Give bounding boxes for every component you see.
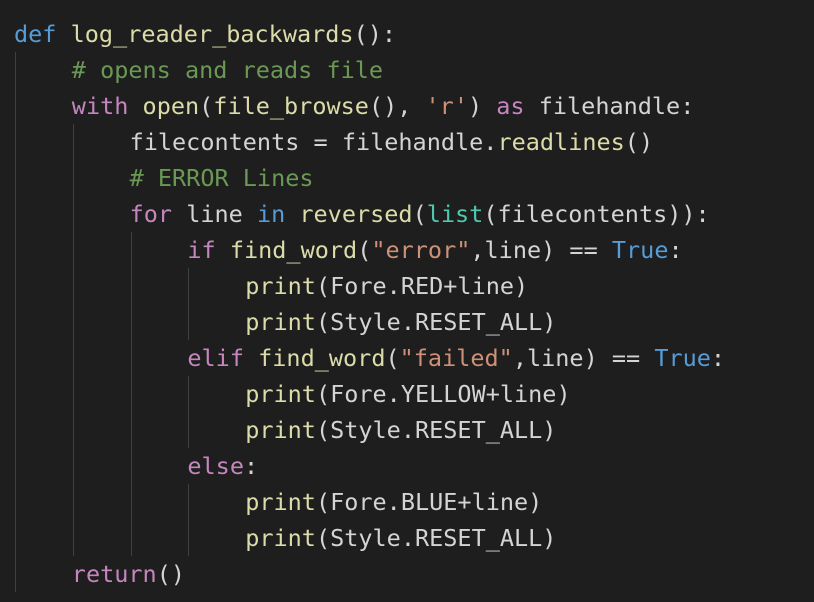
code-token: ( — [412, 200, 427, 228]
code-token: return — [71, 560, 157, 588]
code-token: True — [611, 236, 669, 264]
code-line[interactable]: print(Fore.YELLOW+line) — [245, 376, 570, 412]
code-token: (filecontents)): — [483, 200, 710, 228]
code-line[interactable]: return() — [72, 556, 185, 592]
code-token: (Fore.BLUE+line) — [315, 488, 543, 516]
code-token: reversed — [299, 200, 413, 228]
code-token: (Fore.YELLOW+line) — [315, 380, 571, 408]
code-token: file_browse — [213, 92, 369, 120]
code-line[interactable]: elif find_word("failed",line) == True: — [187, 340, 725, 376]
code-token: ,line) == — [512, 344, 655, 372]
code-token: list — [426, 200, 484, 228]
code-token: line — [172, 200, 257, 228]
code-token: print — [245, 416, 316, 444]
code-token — [128, 92, 142, 120]
code-token — [216, 236, 230, 264]
code-token: for — [129, 200, 173, 228]
code-token: : — [710, 344, 726, 372]
code-line[interactable]: if find_word("error",line) == True: — [187, 232, 682, 268]
code-token: ( — [199, 92, 214, 120]
code-line[interactable]: print(Style.RESET_ALL) — [245, 412, 556, 448]
code-token: with — [71, 92, 129, 120]
code-line[interactable]: print(Style.RESET_ALL) — [245, 520, 556, 556]
code-token: (Style.RESET_ALL) — [315, 308, 557, 336]
code-token: # opens and reads file — [71, 56, 384, 84]
code-token: filecontents = filehandle. — [129, 128, 498, 156]
indent-guide — [188, 268, 190, 340]
code-line[interactable]: else: — [187, 448, 258, 484]
code-token: print — [245, 488, 316, 516]
code-token: (Style.RESET_ALL) — [315, 416, 557, 444]
code-line[interactable]: # ERROR Lines — [130, 160, 314, 196]
code-token: (): — [353, 20, 397, 48]
code-line[interactable]: with open(file_browse(), 'r') as filehan… — [72, 88, 695, 124]
code-token: True — [654, 344, 711, 372]
code-token: ) — [467, 92, 497, 120]
indent-guide — [130, 232, 132, 556]
code-token: open — [142, 92, 200, 120]
code-token: if — [187, 236, 216, 264]
code-token — [56, 20, 70, 48]
code-line[interactable]: print(Style.RESET_ALL) — [245, 304, 556, 340]
code-token: ,line) == — [470, 236, 612, 264]
code-token: () — [624, 128, 654, 156]
code-token: ( — [385, 344, 400, 372]
code-token: (), — [368, 92, 426, 120]
code-token: else — [187, 452, 244, 480]
indent-guide — [15, 52, 16, 592]
code-token: (Style.RESET_ALL) — [315, 524, 557, 552]
code-token: def — [14, 20, 57, 48]
code-token: () — [156, 560, 185, 588]
code-token: print — [245, 380, 316, 408]
code-line[interactable]: # opens and reads file — [72, 52, 383, 88]
code-token: print — [245, 272, 316, 300]
code-token: ( — [357, 236, 372, 264]
code-line[interactable]: print(Fore.RED+line) — [245, 268, 528, 304]
code-token: : — [243, 452, 259, 480]
code-token: print — [245, 308, 316, 336]
code-token: log_reader_backwards — [70, 20, 354, 48]
code-token: as — [496, 92, 525, 120]
code-token: find_word — [258, 344, 386, 372]
code-line[interactable]: for line in reversed(list(filecontents))… — [130, 196, 710, 232]
code-token: "failed" — [399, 344, 513, 372]
indent-guide — [188, 376, 190, 448]
code-line[interactable]: print(Fore.BLUE+line) — [245, 484, 542, 520]
code-token: in — [256, 200, 286, 228]
code-token: (Fore.RED+line) — [315, 272, 529, 300]
code-token — [285, 200, 299, 228]
code-token: find_word — [229, 236, 358, 264]
code-token: elif — [187, 344, 244, 372]
code-token: print — [245, 524, 316, 552]
code-token: 'r' — [425, 92, 468, 120]
code-token: "error" — [371, 236, 471, 264]
code-token: readlines — [497, 128, 625, 156]
code-token: filehandle: — [524, 92, 695, 120]
indent-guide — [188, 484, 190, 556]
indent-guide — [72, 124, 74, 556]
code-token — [244, 344, 258, 372]
code-line[interactable]: def log_reader_backwards(): — [14, 16, 396, 52]
code-token: : — [668, 236, 683, 264]
code-line[interactable]: filecontents = filehandle.readlines() — [130, 124, 654, 160]
code-token: # ERROR Lines — [129, 164, 314, 192]
